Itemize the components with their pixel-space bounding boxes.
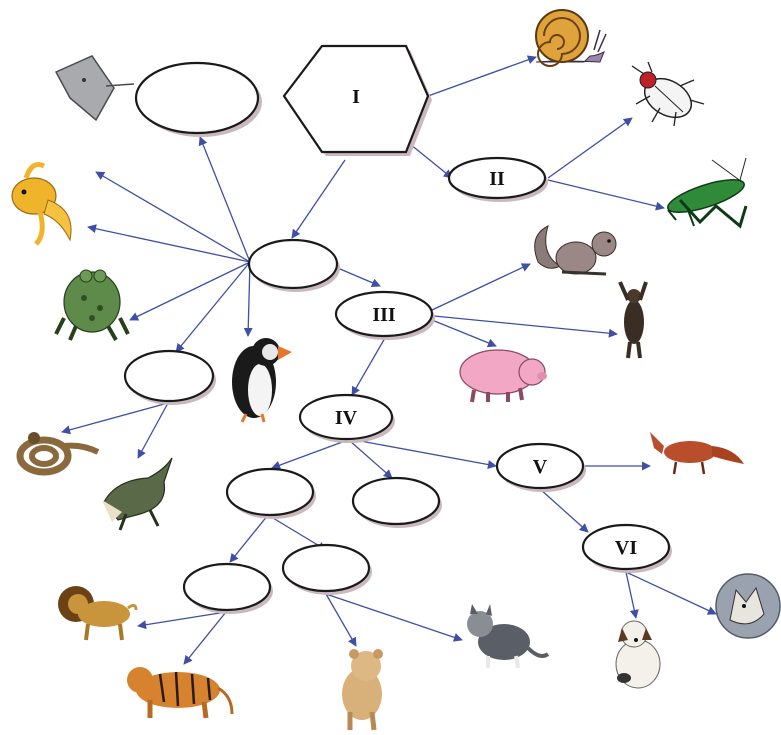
node-III	[334, 290, 434, 338]
edge-oval-lion-cub	[325, 593, 357, 647]
node-empty-fish	[134, 61, 260, 135]
puffin-icon	[232, 338, 292, 423]
edge-reptile-snake	[61, 402, 169, 435]
squirrel-icon	[534, 225, 617, 276]
label-III: III	[372, 304, 396, 326]
node-VI	[581, 523, 671, 571]
edge-III-IV	[351, 337, 386, 396]
label-I: I	[352, 86, 360, 108]
fox-icon	[650, 432, 744, 475]
node-empty-felids	[225, 467, 315, 517]
label-VI: VI	[615, 537, 637, 559]
label-II: II	[489, 168, 505, 190]
node-empty-small-cats	[281, 543, 371, 593]
node-empty-middle	[351, 476, 441, 526]
dog-icon	[615, 620, 661, 689]
edge-hub-reptile-oval	[175, 261, 251, 353]
node-V	[495, 442, 585, 490]
snake-icon	[16, 432, 100, 476]
edge-II-beetle	[547, 117, 633, 179]
pig-icon	[459, 349, 547, 403]
node-II	[447, 156, 547, 200]
edge-I-snail	[427, 55, 537, 97]
monkey-icon	[618, 281, 648, 359]
edge-hub-III	[332, 265, 381, 287]
nodes: I II III IV V VI	[123, 44, 672, 614]
edge-IV-oval	[349, 440, 393, 479]
node-empty-vertebrates	[247, 238, 339, 290]
stingray-icon	[54, 55, 135, 122]
frog-icon	[54, 269, 130, 341]
edge-IV-V	[354, 439, 497, 469]
tiger-icon	[127, 667, 234, 719]
edge-II-grasshopper	[547, 179, 665, 211]
crocodile-icon	[102, 457, 173, 531]
snail-icon	[535, 9, 607, 67]
grasshopper-icon	[667, 157, 748, 229]
edges	[61, 55, 717, 665]
edge-hub-frog	[129, 261, 251, 321]
label-IV: IV	[335, 407, 358, 429]
edge-VI-dog	[625, 571, 639, 619]
edge-oval-tiger	[183, 611, 227, 665]
edge-hub-goldfish-1	[95, 171, 251, 263]
beetle-icon	[631, 61, 705, 127]
edge-reptile-crocodile	[137, 402, 169, 459]
node-empty-reptiles	[123, 349, 215, 403]
lion-icon	[58, 586, 138, 641]
edge-oval-cat	[325, 593, 463, 642]
edge-oval-lion	[137, 611, 227, 630]
edge-IV-felid-oval	[271, 440, 346, 470]
edge-VI-wolf	[625, 571, 717, 615]
edge-III-squirrel	[431, 263, 531, 311]
edge-III-monkey	[433, 315, 618, 338]
cat-icon	[467, 604, 550, 669]
wolf-icon	[715, 573, 781, 639]
node-I	[282, 44, 430, 154]
lion-cub-icon	[342, 649, 383, 731]
node-empty-big-cats	[182, 562, 272, 612]
edge-hub-goldfish-2	[87, 224, 251, 263]
goldfish-icon	[11, 162, 72, 246]
edge-hub-puffin	[243, 261, 253, 337]
label-V: V	[533, 456, 548, 478]
animal-pictures	[11, 9, 781, 731]
edge-hub-fish-oval	[198, 136, 251, 263]
node-IV	[298, 393, 394, 441]
edge-III-pig	[431, 319, 497, 348]
edge-V-VI	[539, 488, 589, 533]
edge-felid-oval-right	[267, 514, 327, 551]
edge-I-vertebrates	[291, 159, 346, 239]
edge-felid-oval-left	[229, 514, 269, 563]
